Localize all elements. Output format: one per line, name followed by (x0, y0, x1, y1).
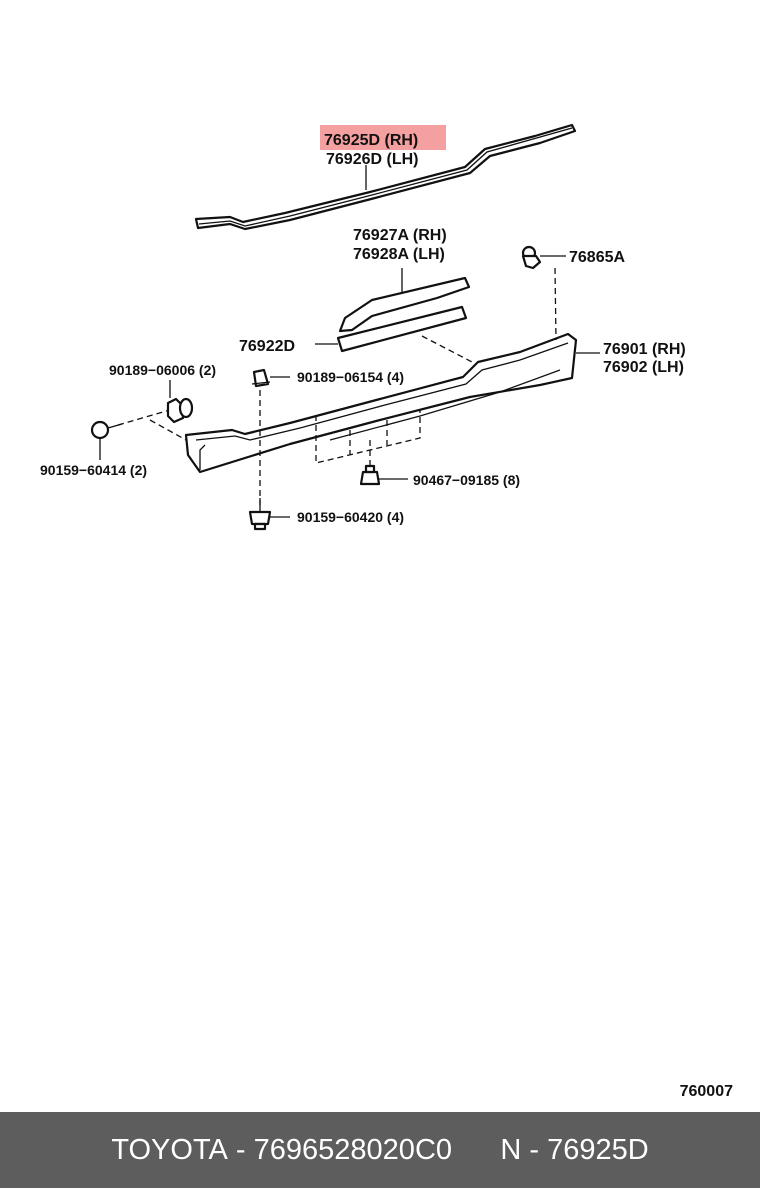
part-rocker-panel[interactable] (184, 332, 578, 474)
bolt-90467-09185-icon[interactable] (359, 464, 381, 486)
footer-separator: - (227, 1133, 254, 1166)
label-76865a: 76865A (569, 249, 625, 266)
label-90159-60414: 90159−60414 (2) (40, 462, 147, 478)
diagram-code: 760007 (679, 1083, 733, 1100)
screw-90159-60414-icon[interactable] (90, 420, 123, 440)
label-90189-06154: 90189−06154 (4) (297, 369, 404, 385)
screw-90159-60420-icon[interactable] (248, 498, 272, 531)
highlight-76925d (320, 125, 446, 150)
label-76901: 76901 (RH) (603, 341, 686, 358)
part-molding-strip[interactable] (194, 123, 577, 231)
footer-name: N - 76925D (500, 1133, 649, 1166)
clip-76865a-icon[interactable] (521, 245, 542, 270)
label-76927a: 76927A (RH) (353, 227, 447, 244)
clip-90189-06006-icon[interactable] (166, 397, 194, 424)
label-76902: 76902 (LH) (603, 359, 684, 376)
clip-90189-06154-icon[interactable] (251, 368, 271, 388)
footer-part-number: 7696528020C0 (253, 1133, 453, 1166)
label-76925d: 76925D (RH) (324, 132, 418, 149)
label-76922d: 76922D (239, 338, 295, 355)
label-90189-06006: 90189−06006 (2) (109, 362, 216, 378)
part-76922d-strip[interactable] (336, 305, 468, 353)
label-90159-60420: 90159−60420 (4) (297, 509, 404, 525)
part-upper-garnish[interactable] (338, 276, 471, 333)
label-76928a: 76928A (LH) (353, 246, 445, 263)
label-90467-09185: 90467−09185 (8) (413, 472, 520, 488)
footer-brand: TOYOTA (111, 1133, 228, 1166)
label-76926d: 76926D (LH) (326, 151, 418, 168)
parts-diagram: 76925D (RH) 76926D (LH) 76927A (RH) 7692… (40, 123, 686, 531)
footer-gap (452, 1134, 500, 1167)
footer-bar: TOYOTA - 7696528020C0 N - 76925D (0, 1112, 760, 1188)
